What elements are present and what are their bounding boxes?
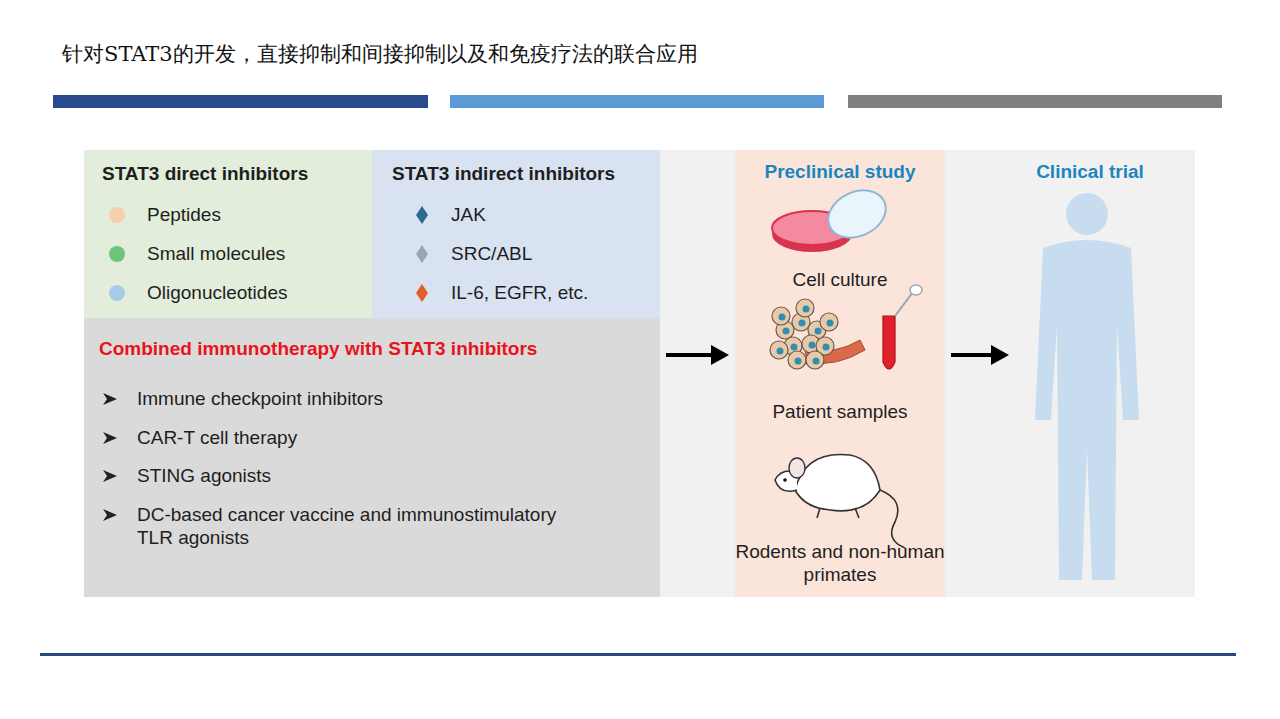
list-item: JAK xyxy=(451,203,486,226)
list-item: CAR-T cell therapy xyxy=(137,426,297,449)
list-item: Cell culture xyxy=(735,268,945,291)
list-item: SRC/ABL xyxy=(451,242,532,265)
flow-arrow xyxy=(951,345,1009,365)
box-heading: STAT3 direct inhibitors xyxy=(102,162,308,185)
bullet-mark xyxy=(412,205,432,225)
bullet-mark xyxy=(100,389,120,409)
list-item: Rodents and non-human primates xyxy=(735,540,945,586)
flow-arrow xyxy=(666,345,729,365)
footer-line xyxy=(40,653,1236,656)
header-bar xyxy=(53,95,428,108)
panel-box: Preclinical studyCell culturePatient sam… xyxy=(735,150,945,597)
panel-box: Combined immunotherapy with STAT3 inhibi… xyxy=(84,318,660,597)
bullet-mark xyxy=(107,205,127,225)
bullet-mark xyxy=(100,428,120,448)
bullet-mark xyxy=(412,244,432,264)
list-item: Patient samples xyxy=(735,400,945,423)
bullet-mark xyxy=(100,505,120,525)
box-heading: Clinical trial xyxy=(1015,160,1165,183)
box-heading: STAT3 indirect inhibitors xyxy=(392,162,615,185)
list-item: Oligonucleotides xyxy=(147,281,287,304)
list-item: Small molecules xyxy=(147,242,285,265)
header-bar xyxy=(848,95,1222,108)
bullet-mark xyxy=(107,244,127,264)
panel-box: STAT3 direct inhibitorsPeptidesSmall mol… xyxy=(84,150,372,318)
header-bar xyxy=(450,95,824,108)
panel-box: STAT3 indirect inhibitorsJAK SRC/ABL IL-6,… xyxy=(372,150,660,318)
list-item: DC-based cancer vaccine and immunostimul… xyxy=(137,503,587,549)
panel-box: Clinical trial xyxy=(1015,150,1165,597)
list-item: STING agonists xyxy=(137,464,271,487)
illustration xyxy=(1015,150,1165,597)
bullet-mark xyxy=(412,283,432,303)
page-title: 针对STAT3的开发，直接抑制和间接抑制以及和免疫疗法的联合应用 xyxy=(62,40,698,68)
bullet-mark xyxy=(107,283,127,303)
illustration xyxy=(735,150,945,597)
bullet-mark xyxy=(100,466,120,486)
box-heading: Combined immunotherapy with STAT3 inhibi… xyxy=(99,337,537,360)
list-item: Peptides xyxy=(147,203,221,226)
box-heading: Preclinical study xyxy=(735,160,945,183)
list-item: Immune checkpoint inhibitors xyxy=(137,387,383,410)
list-item: IL-6, EGFR, etc. xyxy=(451,281,588,304)
